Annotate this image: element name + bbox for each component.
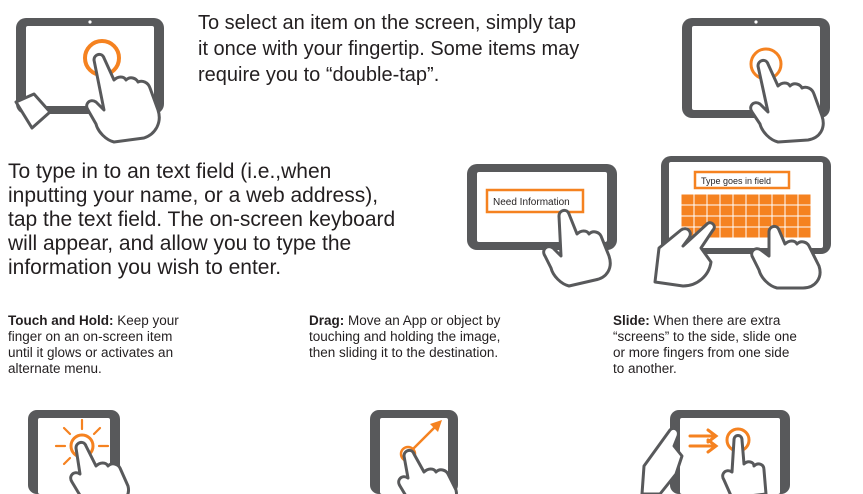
keyboard-key [797, 204, 812, 217]
tap-line-1: To select an item on the screen, simply … [198, 12, 576, 34]
touch-hold-term: Touch and Hold: [8, 313, 114, 328]
text-field-label: Need Information [493, 197, 570, 208]
keyboard-key [732, 226, 747, 239]
keyboard-key [706, 193, 721, 206]
keyboard-key [771, 193, 786, 206]
keyboard-key [797, 215, 812, 228]
touch-hold-line-1: Keep your [113, 313, 179, 328]
keyboard-text-field [693, 170, 791, 190]
text-field-illustration: Need Information [467, 164, 617, 288]
keyboard-key [693, 193, 708, 206]
type-instruction: To type in to an text field (i.e.,when i… [8, 160, 428, 280]
keyboard-key [719, 226, 734, 239]
camera-dot [754, 20, 758, 24]
keyboard-key [758, 193, 773, 206]
slide-instruction: Slide: When there are extra “screens” to… [613, 313, 843, 377]
slide-line-4: to another. [613, 361, 677, 376]
slide-line-2: “screens” to the side, slide one [613, 329, 797, 344]
hand-icon [749, 58, 825, 144]
keyboard-text-field-label: Type goes in field [701, 176, 771, 186]
keyboard-key [680, 193, 695, 206]
type-line-2: inputting your name, or a web address), [8, 184, 379, 207]
hand-icon [69, 440, 130, 494]
hand-right-icon [721, 434, 768, 494]
type-line-3: tap the text field. The on-screen keyboa… [8, 208, 396, 231]
text-field [485, 188, 585, 214]
keyboard-key [745, 215, 760, 228]
keyboard-key [784, 204, 799, 217]
drag-line-1: Move an App or object by [344, 313, 501, 328]
tap-line-2: it once with your fingertip. Some items … [198, 38, 580, 60]
hand-wrist-left [14, 92, 52, 130]
keyboard-key [719, 215, 734, 228]
hand-left-icon [653, 221, 716, 288]
hand-icon [542, 208, 612, 288]
keyboard-key [745, 226, 760, 239]
keyboard-key [706, 204, 721, 217]
keyboard-key [745, 204, 760, 217]
touch-hold-instruction: Touch and Hold: Keep your finger on an o… [8, 313, 228, 377]
hand-right-icon [750, 224, 822, 290]
drag-line-3: then sliding it to the destination. [309, 345, 499, 360]
keyboard-key [745, 193, 760, 206]
drag-instruction: Drag: Move an App or object by touching … [309, 313, 559, 361]
keyboard-key [719, 193, 734, 206]
keyboard-key [732, 215, 747, 228]
keyboard-key [784, 193, 799, 206]
keyboard-key [758, 215, 773, 228]
slide-illustration [640, 410, 790, 494]
keyboard-key [719, 204, 734, 217]
keyboard-key [732, 204, 747, 217]
keyboard-key [732, 193, 747, 206]
keyboard-key [771, 204, 786, 217]
slide-term: Slide: [613, 313, 650, 328]
hand-left-icon [640, 426, 684, 494]
keyboard-key [797, 193, 812, 206]
hand-icon [397, 448, 458, 494]
keyboard-illustration: Type goes in field [653, 156, 831, 290]
keyboard-key [693, 204, 708, 217]
keyboard-key [680, 204, 695, 217]
slide-arrows-icon [688, 428, 719, 454]
type-line-4: will appear, and allow you to type the [8, 232, 352, 255]
touch-hold-illustration [28, 410, 130, 494]
keyboard-key [797, 226, 812, 239]
type-line-1: To type in to an text field (i.e.,when [8, 160, 332, 183]
drag-arrow-head-icon [430, 420, 442, 432]
drag-term: Drag: [309, 313, 345, 328]
slide-line-1: When there are extra [649, 313, 781, 328]
keyboard-key [784, 215, 799, 228]
tap-illustration-right [682, 18, 830, 144]
drag-arrow-line [412, 423, 439, 450]
keyboard-key [784, 226, 799, 239]
keyboard-key [680, 215, 695, 228]
type-line-5: information you wish to enter. [8, 256, 282, 279]
touch-hold-line-2: finger on an on-screen item [8, 329, 173, 344]
tap-illustration-left [14, 18, 164, 144]
camera-dot [88, 20, 92, 24]
touch-hold-line-3: until it glows or activates an [8, 345, 174, 360]
hand-icon [85, 52, 161, 144]
glow-rays [54, 418, 110, 466]
drag-illustration [370, 410, 458, 494]
drag-line-2: touching and holding the image, [309, 329, 501, 344]
tap-line-3: require you to “double-tap”. [198, 64, 440, 86]
tap-instruction: To select an item on the screen, simply … [198, 10, 648, 88]
slide-line-3: or more fingers from one side [613, 345, 790, 360]
touch-hold-line-4: alternate menu. [8, 361, 102, 376]
keyboard-key [758, 204, 773, 217]
